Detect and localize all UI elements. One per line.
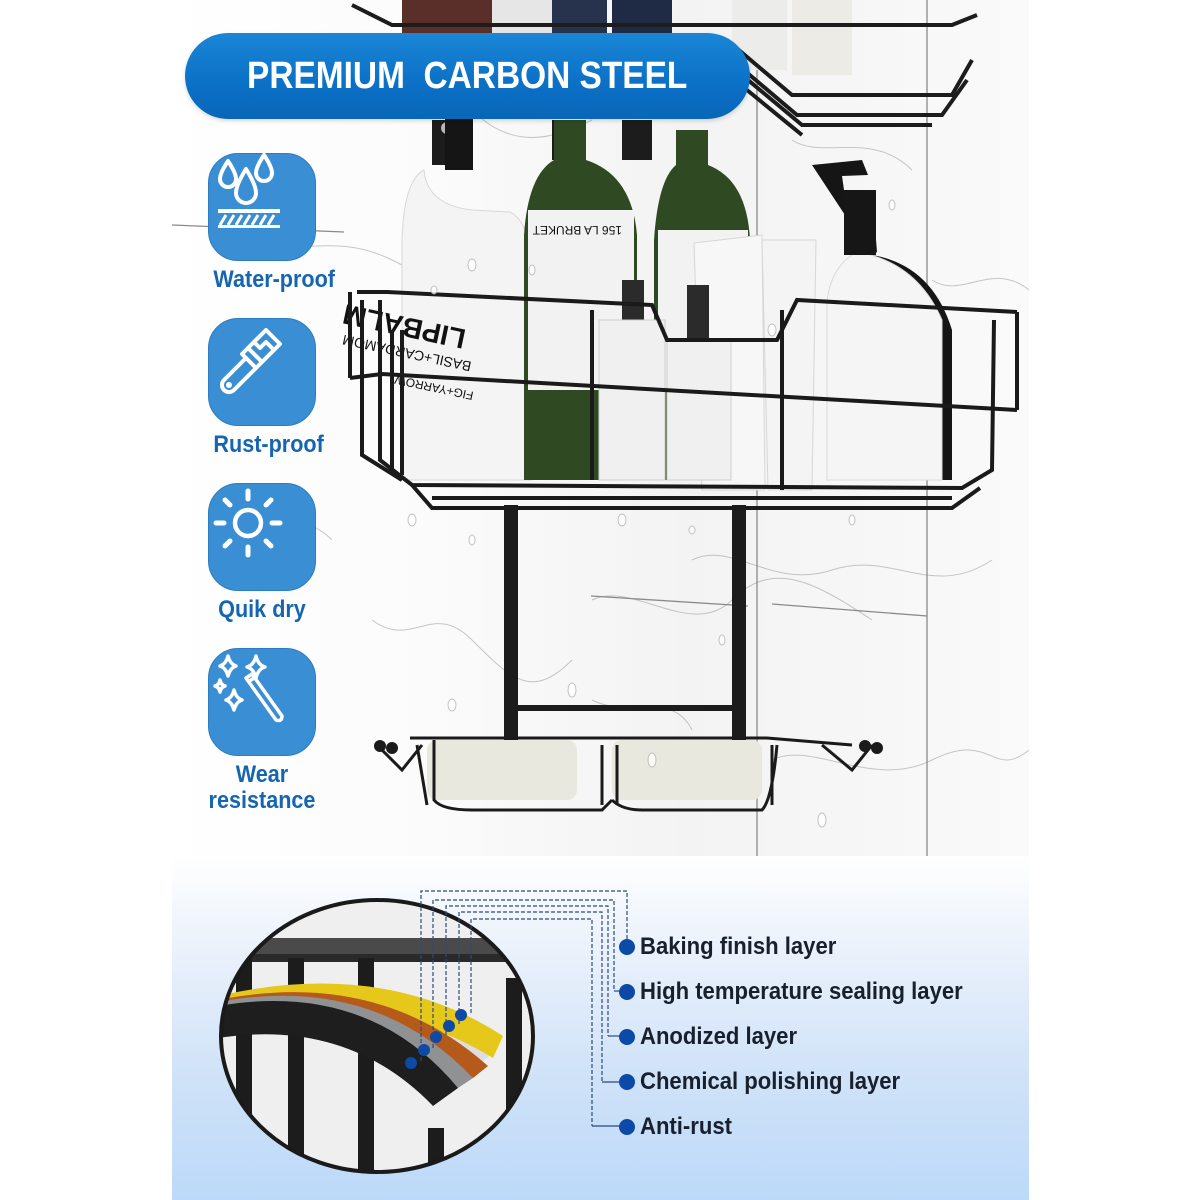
- headline-banner: PREMIUM CARBON STEEL: [185, 33, 750, 119]
- feature-label-line1: Wear: [235, 761, 289, 788]
- feature-label-line2: resistance: [208, 787, 316, 814]
- layer-label: Anodized layer: [640, 1023, 798, 1050]
- feature-label: Quik dry: [218, 596, 306, 623]
- bullet-dot: [619, 1074, 635, 1090]
- bullet-dot: [619, 984, 635, 1000]
- svg-text:156 LA BRUKET: 156 LA BRUKET: [532, 223, 622, 237]
- product-photo: LIPBALM BASIL+CARDAMOM FIG+YARROW 156 LA…: [172, 0, 1029, 856]
- water-droplets: [407, 199, 896, 828]
- sun-icon: [208, 483, 316, 591]
- cross-section-magnifier: [219, 898, 535, 1174]
- bullet-dot: [619, 939, 635, 955]
- paint-brush-icon: [208, 318, 316, 426]
- feature-water-proof: Water-proof: [208, 153, 335, 293]
- bullet-dot: [619, 1029, 635, 1045]
- layer-label: High temperature sealing layer: [640, 978, 963, 1005]
- soap-dish: [374, 736, 883, 812]
- layer-label: Baking finish layer: [640, 933, 837, 960]
- magic-wand-icon: [208, 648, 316, 756]
- feature-label: Rust-proof: [213, 431, 324, 458]
- headline-text: PREMIUM CARBON STEEL: [247, 54, 688, 97]
- bullet-dot: [619, 1119, 635, 1135]
- water-drops-icon: [208, 153, 316, 261]
- layer-anodized: Anodized layer: [619, 1022, 811, 1052]
- layer-baking-finish: Baking finish layer: [619, 932, 853, 962]
- wire-basket: [348, 290, 1019, 510]
- layer-label: Anti-rust: [640, 1113, 732, 1140]
- layer-anti-rust: Anti-rust: [619, 1112, 740, 1142]
- feature-rust-proof: Rust-proof: [208, 318, 324, 458]
- feature-quick-dry: Quik dry: [208, 483, 316, 623]
- layer-label: Chemical polishing layer: [640, 1068, 901, 1095]
- feature-label: Water-proof: [213, 266, 335, 293]
- layer-high-temperature-sealing: High temperature sealing layer: [619, 977, 991, 1007]
- feature-wear-resistance: Wear resistance: [208, 648, 316, 814]
- layers-panel: Baking finish layer High temperature sea…: [172, 856, 1029, 1200]
- product-infographic: LIPBALM BASIL+CARDAMOM FIG+YARROW 156 LA…: [172, 0, 1029, 1200]
- hanging-frame: [504, 505, 746, 745]
- layer-chemical-polishing: Chemical polishing layer: [619, 1067, 923, 1097]
